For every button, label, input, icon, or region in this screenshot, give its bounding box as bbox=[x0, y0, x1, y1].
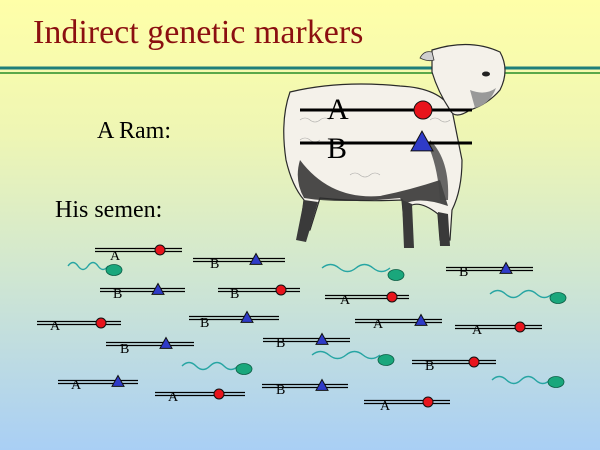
sperm-chromosome: B bbox=[100, 282, 185, 302]
sperm-chromosome: B bbox=[263, 332, 350, 351]
circle-marker bbox=[213, 388, 225, 400]
triangle-marker bbox=[111, 374, 125, 387]
allele-label: B bbox=[230, 287, 239, 302]
circle-marker bbox=[154, 244, 166, 256]
sperm-head bbox=[377, 354, 395, 366]
title-divider bbox=[0, 66, 600, 74]
allele-label: B bbox=[425, 359, 434, 374]
allele-label: B bbox=[276, 336, 285, 351]
triangle-marker bbox=[315, 378, 329, 391]
allele-label: B bbox=[276, 383, 285, 398]
triangle-marker bbox=[410, 130, 434, 152]
allele-label: B bbox=[210, 257, 219, 272]
allele-label: A bbox=[340, 293, 351, 308]
allele-label: B bbox=[200, 316, 209, 331]
ram-allele-label: A bbox=[327, 93, 349, 126]
triangle-marker bbox=[249, 252, 263, 265]
semen-label: His semen: bbox=[55, 197, 163, 223]
sperm-chromosome: A bbox=[455, 321, 542, 338]
sperm-tail bbox=[489, 289, 553, 299]
allele-label: A bbox=[110, 249, 121, 264]
circle-marker bbox=[468, 356, 480, 368]
triangle-marker bbox=[151, 282, 165, 295]
ram-chromosome-pair: AB bbox=[300, 93, 472, 165]
circle-marker bbox=[514, 321, 526, 333]
sperm-head bbox=[547, 376, 565, 388]
sperm-chromosome: B bbox=[262, 378, 348, 398]
sperm-tail bbox=[181, 361, 239, 371]
circle-marker bbox=[422, 396, 434, 408]
sperm-chromosome: A bbox=[355, 313, 442, 332]
circle-marker bbox=[386, 291, 398, 303]
ram-chromosome: B bbox=[300, 130, 472, 165]
triangle-marker bbox=[315, 332, 329, 345]
sperm-chromosome: A bbox=[321, 263, 409, 308]
allele-label: A bbox=[472, 323, 483, 338]
triangle-marker bbox=[159, 336, 173, 349]
sperm-chromosome: B bbox=[446, 261, 533, 280]
ram-chromosome: A bbox=[300, 93, 472, 126]
sperm-tail bbox=[67, 261, 109, 271]
allele-label: B bbox=[120, 342, 129, 357]
allele-label: A bbox=[380, 399, 391, 414]
allele-label: A bbox=[168, 390, 179, 405]
triangle-marker bbox=[240, 310, 254, 323]
sperm-chromosome: A bbox=[364, 396, 450, 414]
sperm-chromosome: A bbox=[58, 374, 138, 393]
sperm-head bbox=[105, 264, 123, 276]
triangle-marker bbox=[414, 313, 428, 326]
sperm-cell bbox=[489, 289, 567, 304]
circle-marker bbox=[95, 317, 107, 329]
allele-label: A bbox=[50, 319, 61, 334]
ram-label: A Ram: bbox=[97, 118, 172, 144]
sperm-tail bbox=[321, 263, 391, 273]
sperm-chromosome: A bbox=[67, 244, 182, 276]
ram-allele-label: B bbox=[327, 132, 347, 165]
sperm-head bbox=[387, 269, 405, 281]
sperm-cell bbox=[491, 375, 565, 388]
allele-label: B bbox=[113, 287, 122, 302]
allele-label: A bbox=[71, 378, 82, 393]
ram-illustration bbox=[283, 43, 506, 248]
sperm-tail bbox=[311, 350, 381, 360]
sperm-chromosome: B bbox=[106, 336, 194, 357]
circle-marker bbox=[413, 100, 433, 120]
sperm-head bbox=[235, 363, 253, 375]
sperm-chromosome: B bbox=[311, 350, 496, 374]
sperm-chromosome: B bbox=[193, 252, 285, 272]
sperm-chromosome: A bbox=[37, 317, 121, 334]
sperm-tail bbox=[491, 375, 551, 385]
allele-label: A bbox=[373, 317, 384, 332]
allele-label: B bbox=[459, 265, 468, 280]
circle-marker bbox=[275, 284, 287, 296]
sperm-chromosome: B bbox=[218, 284, 300, 302]
slide-title: Indirect genetic markers bbox=[33, 14, 364, 51]
sperm-chromosome: B bbox=[189, 310, 279, 331]
sperm-head bbox=[549, 292, 567, 304]
sperm-chromosome: A bbox=[155, 361, 253, 405]
triangle-marker bbox=[499, 261, 513, 274]
